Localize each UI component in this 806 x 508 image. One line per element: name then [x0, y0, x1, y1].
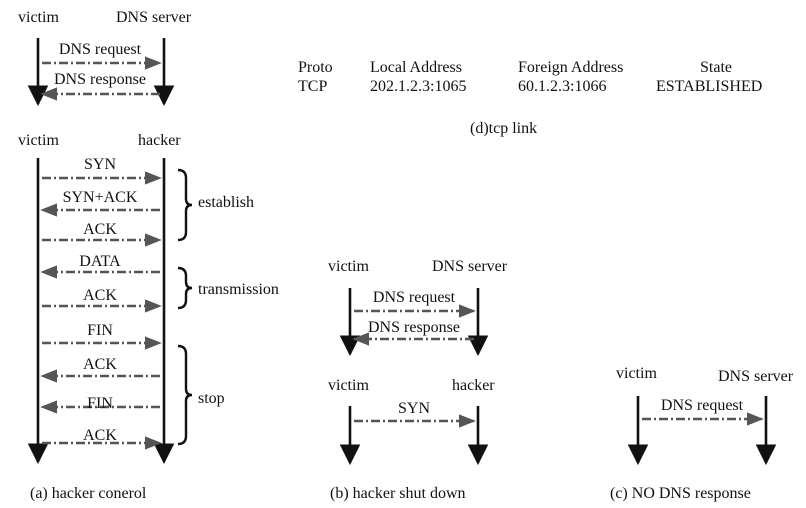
panel-a-message-label-2: SYN+ACK	[62, 189, 138, 206]
top-right-entity-label: DNS server	[116, 9, 192, 26]
panel-b-top-right-entity-label: DNS server	[432, 258, 508, 275]
panel-b-bottom-left-entity-label: victim	[328, 377, 369, 394]
panel-a-left-entity-label: victim	[18, 132, 59, 149]
tcp-header-proto: Proto	[298, 59, 333, 76]
panel-a-right-entity-label: hacker	[138, 132, 181, 149]
top-left-entity-label: victim	[18, 9, 59, 26]
panel-a-message-label-1: SYN	[83, 156, 117, 173]
panel-a-message-label-8: FIN	[87, 395, 113, 412]
panel-a-message-label-9: ACK	[83, 427, 117, 444]
caption-a: (a) hacker conerol	[30, 485, 147, 502]
panel-b-bottom-right-entity-label: hacker	[452, 377, 495, 394]
top-message-label-1: DNS request	[58, 41, 142, 58]
brace-establish	[177, 168, 193, 242]
caption-d: (d)tcp link	[470, 120, 538, 137]
panel-c-left-entity-label: victim	[616, 365, 657, 382]
tcp-cell-local-address: 202.1.2.3:1065	[370, 78, 467, 95]
brace-transmission	[177, 266, 193, 310]
panel-a-message-label-5: ACK	[83, 287, 117, 304]
tcp-cell-state: ESTABLISHED	[656, 78, 763, 95]
tcp-cell-foreign-address: 60.1.2.3:1066	[518, 78, 607, 95]
panel-a-message-label-3: ACK	[83, 221, 117, 238]
panel-b-top-left-entity-label: victim	[328, 258, 369, 275]
tcp-header-local-address: Local Address	[370, 59, 462, 76]
panel-a-message-label-4: DATA	[79, 253, 121, 270]
tcp-header-state: State	[700, 59, 732, 76]
panel-c-message-label-1: DNS request	[660, 397, 744, 414]
top-message-label-2: DNS response	[54, 71, 146, 88]
panel-b-bottom-message-label-1: SYN	[397, 400, 431, 417]
phase-label-transmission: transmission	[198, 281, 279, 298]
tcp-header-foreign-address: Foreign Address	[518, 59, 624, 76]
phase-label-stop: stop	[198, 390, 225, 407]
panel-b-top-message-label-1: DNS request	[372, 289, 456, 306]
panel-c-right-entity-label: DNS server	[718, 368, 794, 385]
phase-label-establish: establish	[198, 194, 254, 211]
brace-stop	[177, 344, 193, 446]
panel-a-message-label-7: ACK	[83, 356, 117, 373]
tcp-cell-proto: TCP	[298, 78, 328, 95]
panel-a-message-label-6: FIN	[87, 322, 113, 339]
panel-b-top-message-label-2: DNS response	[368, 319, 460, 336]
caption-c: (c) NO DNS response	[610, 485, 751, 502]
caption-b: (b) hacker shut down	[330, 485, 466, 502]
